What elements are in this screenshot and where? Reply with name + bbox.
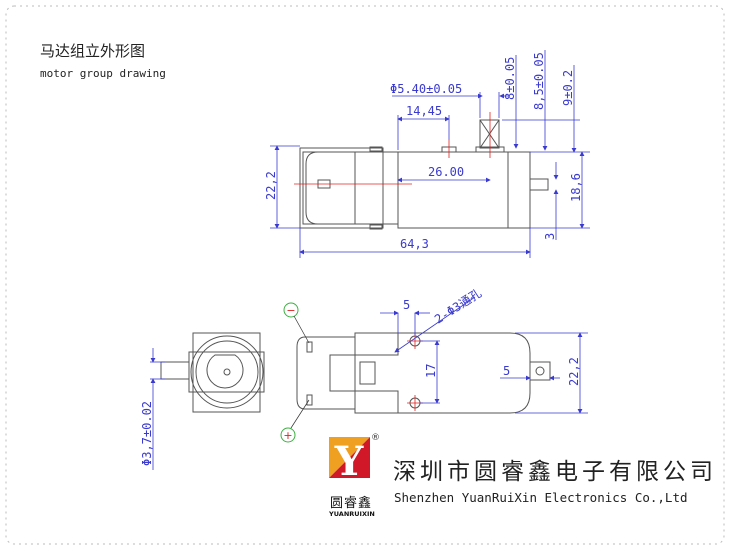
dim-holes: 2-Φ3通孔 <box>432 286 484 327</box>
dim-8: 8±0.05 <box>503 57 517 100</box>
terminal-minus-marker <box>283 302 299 318</box>
dim-9: 9±0.2 <box>561 70 575 106</box>
dim-length-64-3: 64,3 <box>400 237 429 251</box>
company-name-en: Shenzhen YuanRuiXin Electronics Co.,Ltd <box>394 490 688 505</box>
dim-shaft-diameter: Φ5.40±0.05 <box>390 82 462 96</box>
terminal-minus-label: − <box>286 304 295 317</box>
dim-hole-offset-5: 5 <box>403 298 410 312</box>
top-view: Φ5.40±0.05 14,45 26.00 8±0.05 8,5±0.05 9… <box>264 50 590 258</box>
end-view: Φ3,7±0.02 <box>140 332 265 470</box>
company-logo: Y <box>329 437 370 485</box>
logo-en-text: YUANRUIXIN <box>329 510 375 518</box>
dim-14-45: 14,45 <box>406 104 442 118</box>
dim-26-00: 26.00 <box>428 165 464 179</box>
drawing-title-en: motor group drawing <box>40 67 166 80</box>
company-name-cn: 深圳市圆睿鑫电子有限公司 <box>393 459 717 485</box>
dim-output-shaft-diameter: Φ3,7±0.02 <box>140 401 154 466</box>
dim-height-22-2: 22,2 <box>264 171 278 200</box>
logo-letter: Y <box>334 438 364 485</box>
terminal-plus-label: + <box>283 429 292 442</box>
dim-height-22-2-side: 22,2 <box>567 357 581 386</box>
drawing-title-cn: 马达组立外形图 <box>40 42 146 60</box>
terminal-plus-marker <box>280 427 296 443</box>
logo-cn-text: 圆睿鑫 <box>330 496 373 511</box>
side-view: − + 5 2-Φ3通孔 17 5 22,2 <box>280 286 588 443</box>
dim-8-5: 8,5±0.05 <box>532 52 546 110</box>
dim-hole-spacing-17: 17 <box>424 364 438 378</box>
dim-tab-offset-5: 5 <box>503 364 510 378</box>
dim-3: 3 <box>543 233 557 240</box>
dim-18-6: 18,6 <box>569 173 583 202</box>
registered-mark: ® <box>371 433 380 443</box>
